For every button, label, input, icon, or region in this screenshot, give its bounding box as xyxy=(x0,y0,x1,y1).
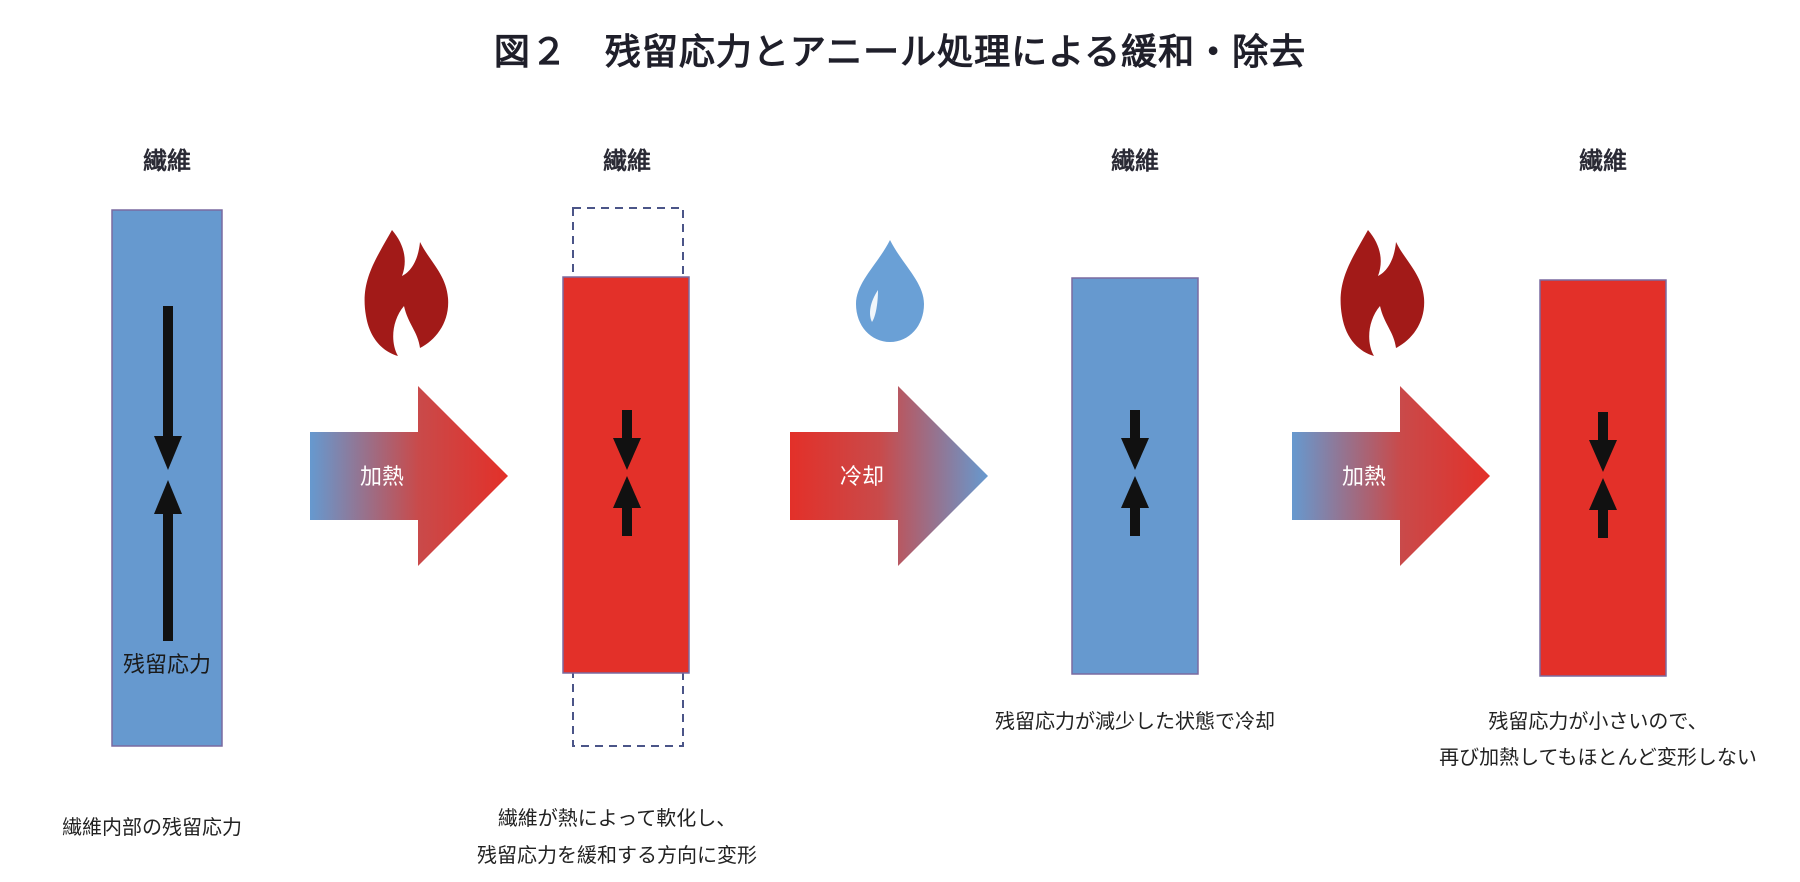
flame-icon xyxy=(1340,230,1425,356)
transition-3: 加熱 xyxy=(1292,230,1490,566)
heat-arrow-2-label: 加熱 xyxy=(1342,465,1386,490)
stage-1-caption: 繊維内部の残留応力 xyxy=(62,815,242,839)
heat-arrow-1-label: 加熱 xyxy=(360,465,404,490)
transition-1: 加熱 xyxy=(310,230,508,566)
stage-4-caption-line-1: 残留応力が小さいので、 xyxy=(1488,709,1707,733)
stage-4-heading: 繊維 xyxy=(1579,147,1627,175)
fiber-1-cool xyxy=(111,209,223,747)
fiber-2-hot xyxy=(562,276,690,674)
stage-2-caption-line-2: 残留応力を緩和する方向に変形 xyxy=(477,843,757,867)
stage-1-inner-label: 残留応力 xyxy=(123,653,211,678)
heat-arrow-2 xyxy=(1292,386,1490,566)
stage-4-caption-line-2: 再び加熱してもほとんど変形しない xyxy=(1439,745,1757,769)
figure-title: 図２ 残留応力とアニール処理による緩和・除去 xyxy=(494,32,1306,73)
stage-3: 繊維 残留応力が減少した状態で冷却 xyxy=(995,147,1275,733)
flame-icon xyxy=(364,230,449,356)
cool-arrow-label: 冷却 xyxy=(840,465,884,490)
residual-stress-arrows-small xyxy=(1121,410,1149,536)
stage-2-heading: 繊維 xyxy=(603,147,651,175)
water-drop-icon xyxy=(856,240,924,342)
stage-3-heading: 繊維 xyxy=(1111,147,1159,175)
cool-arrow xyxy=(790,386,988,566)
heat-arrow-1 xyxy=(310,386,508,566)
stage-4: 繊維 残留応力が小さいので、 再び加熱してもほとんど変形しない xyxy=(1439,147,1757,769)
residual-stress-arrows-small xyxy=(1589,412,1617,538)
stage-2: 繊維 繊維が熱によって軟化し、 残留応力を緩和する方向に変形 xyxy=(477,147,757,867)
residual-stress-arrows-small xyxy=(613,410,641,536)
stage-2-caption-line-1: 繊維が熱によって軟化し、 xyxy=(498,806,736,830)
stage-1: 繊維 残留応力 繊維内部の残留応力 xyxy=(62,147,242,839)
stage-3-caption: 残留応力が減少した状態で冷却 xyxy=(995,709,1275,733)
residual-stress-arrows-large xyxy=(154,306,182,641)
stage-1-heading: 繊維 xyxy=(143,147,191,175)
transition-2: 冷却 xyxy=(790,240,988,566)
